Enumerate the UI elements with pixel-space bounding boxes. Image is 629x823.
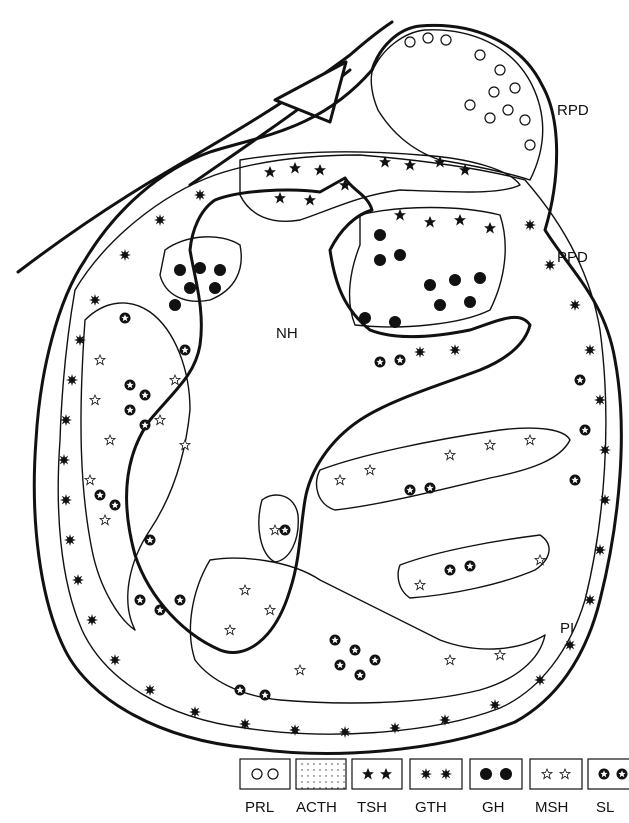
label-pi: PI: [560, 620, 574, 637]
legend-item-prl: PRL: [240, 759, 290, 816]
pointer-wedge: [275, 62, 346, 122]
label-nh: NH: [276, 325, 298, 342]
legend-item-sl: SL: [588, 759, 629, 816]
nh-region: [127, 178, 530, 653]
legend-label-sl: SL: [596, 799, 614, 816]
label-ppd: PPD: [557, 249, 588, 266]
legend-label-prl: PRL: [245, 799, 274, 816]
label-rpd: RPD: [557, 102, 589, 119]
legend: PRL ACTH TSH GTH GH MSH: [240, 759, 629, 816]
legend-item-gth: GTH: [410, 759, 462, 816]
legend-label-gh: GH: [482, 799, 505, 816]
legend-label-msh: MSH: [535, 799, 568, 816]
black-circle-icon: [480, 768, 492, 780]
circled-star-icon: [599, 769, 610, 780]
legend-item-acth: ACTH: [296, 759, 346, 816]
open-circle-icon: [252, 769, 262, 779]
dots-icon: [296, 759, 346, 789]
legend-item-tsh: TSH: [352, 759, 402, 816]
legend-label-acth: ACTH: [296, 799, 337, 816]
legend-item-gh: GH: [470, 759, 522, 816]
legend-label-gth: GTH: [415, 799, 447, 816]
legend-item-msh: MSH: [530, 759, 582, 816]
legend-label-tsh: TSH: [357, 799, 387, 816]
